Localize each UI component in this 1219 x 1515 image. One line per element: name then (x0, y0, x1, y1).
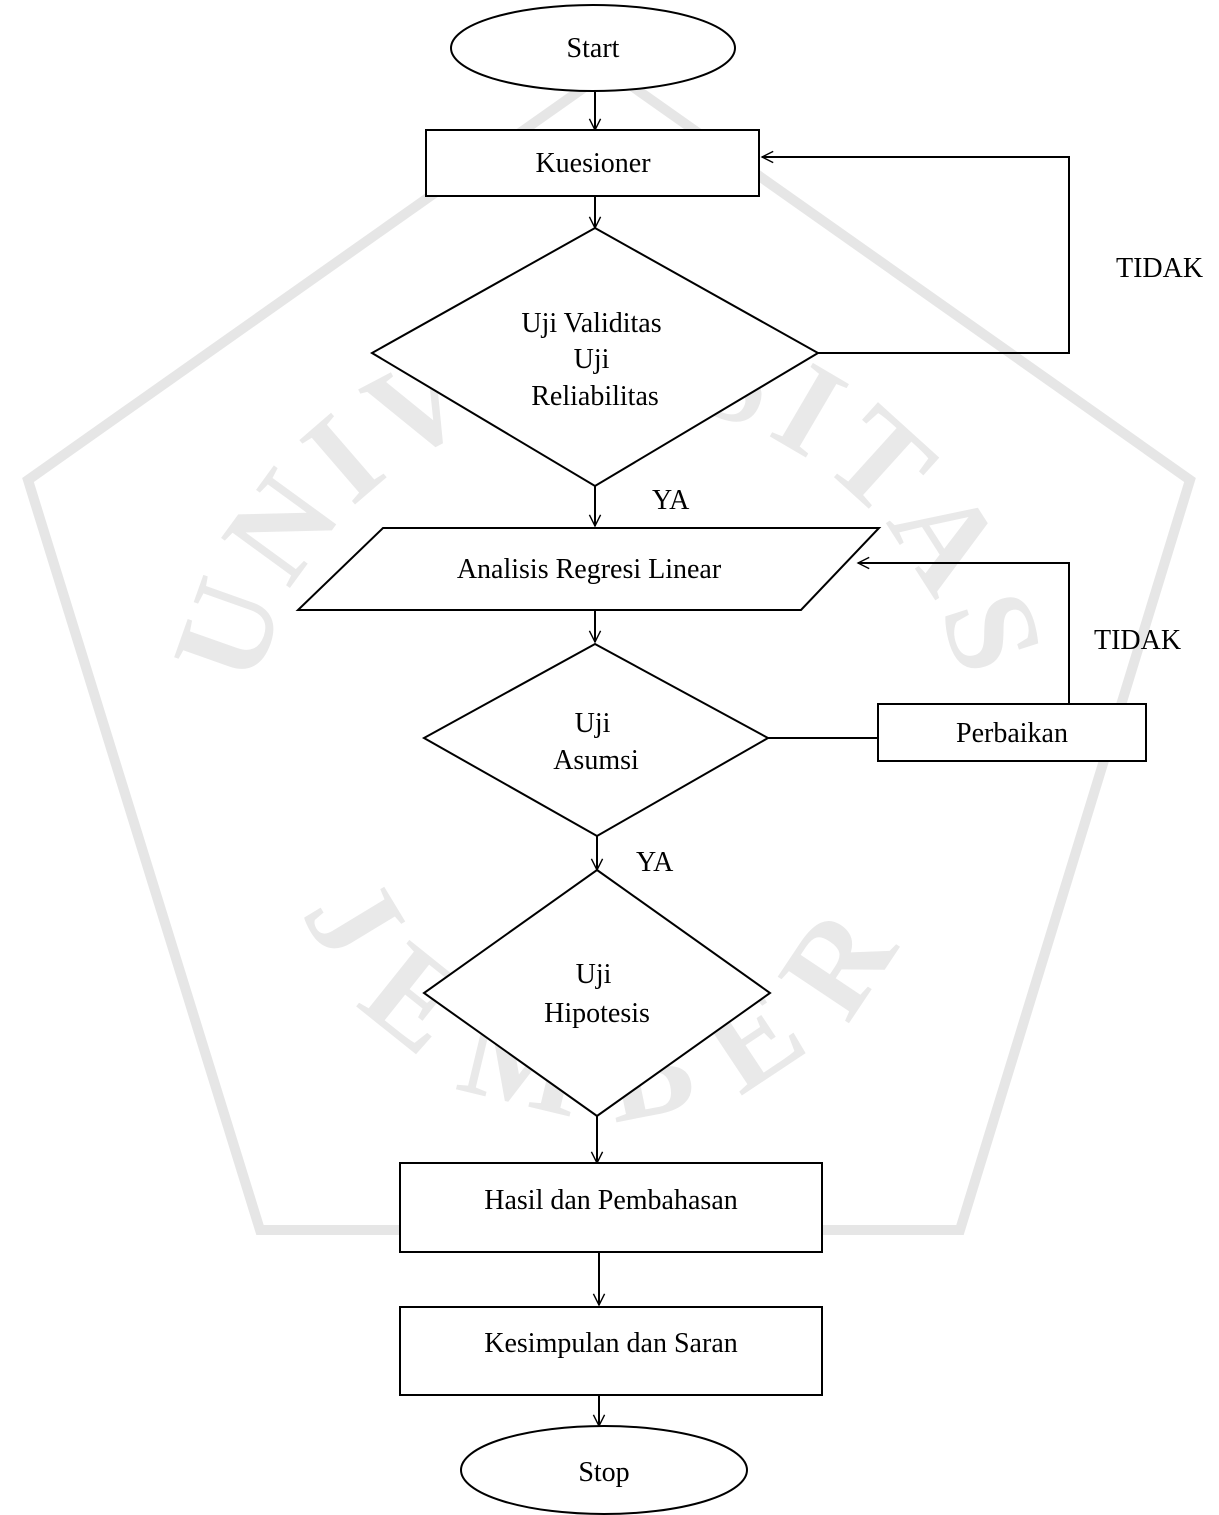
start-ellipse (450, 4, 736, 92)
analisis-label: Analisis Regresi Linear (457, 554, 722, 585)
connectors (595, 92, 1070, 1426)
node-perbaikan: Perbaikan (877, 703, 1147, 762)
hasil-box (399, 1162, 823, 1253)
validitas-label: Uji Validitas Uji Reliabilitas (521, 308, 668, 412)
node-stop: Stop (460, 1425, 748, 1515)
node-kuesioner: Kuesioner (425, 129, 760, 197)
edge-label-tidak-1: TIDAK (1116, 253, 1203, 284)
node-hasil: Hasil dan Pembahasan (399, 1162, 823, 1253)
asumsi-label: Uji Asumsi (553, 708, 639, 776)
hasil-label: Hasil dan Pembahasan (484, 1185, 738, 1216)
node-uji-asumsi: Uji Asumsi (421, 642, 771, 838)
analisis-parallelogram (295, 527, 882, 611)
loop-validitas-tidak (762, 157, 1070, 354)
perbaikan-box (877, 703, 1147, 762)
validitas-decision (370, 226, 820, 488)
stop-label: Stop (578, 1457, 629, 1488)
edge-label-tidak-2: TIDAK (1094, 625, 1181, 656)
node-uji-validitas: Uji Validitas Uji Reliabilitas (370, 226, 820, 488)
node-kesimpulan: Kesimpulan dan Saran (399, 1306, 823, 1396)
stop-ellipse (460, 1425, 748, 1515)
kesimpulan-label: Kesimpulan dan Saran (484, 1328, 738, 1359)
perbaikan-label: Perbaikan (956, 718, 1068, 749)
kuesioner-label: Kuesioner (535, 148, 651, 179)
start-label: Start (567, 33, 620, 64)
kesimpulan-box (399, 1306, 823, 1396)
node-start: Start (450, 4, 736, 92)
edge-label-ya-2: YA (636, 847, 674, 878)
node-uji-hipotesis: Uji Hipotesis (422, 868, 772, 1118)
hipotesis-label: Uji Hipotesis (544, 959, 650, 1029)
edge-label-ya-1: YA (652, 485, 690, 516)
loop-perbaikan-to-analisis (858, 563, 1070, 704)
node-analisis: Analisis Regresi Linear (295, 527, 882, 611)
kuesioner-box (425, 129, 760, 197)
asumsi-decision (421, 642, 771, 838)
hipotesis-decision (422, 868, 772, 1118)
